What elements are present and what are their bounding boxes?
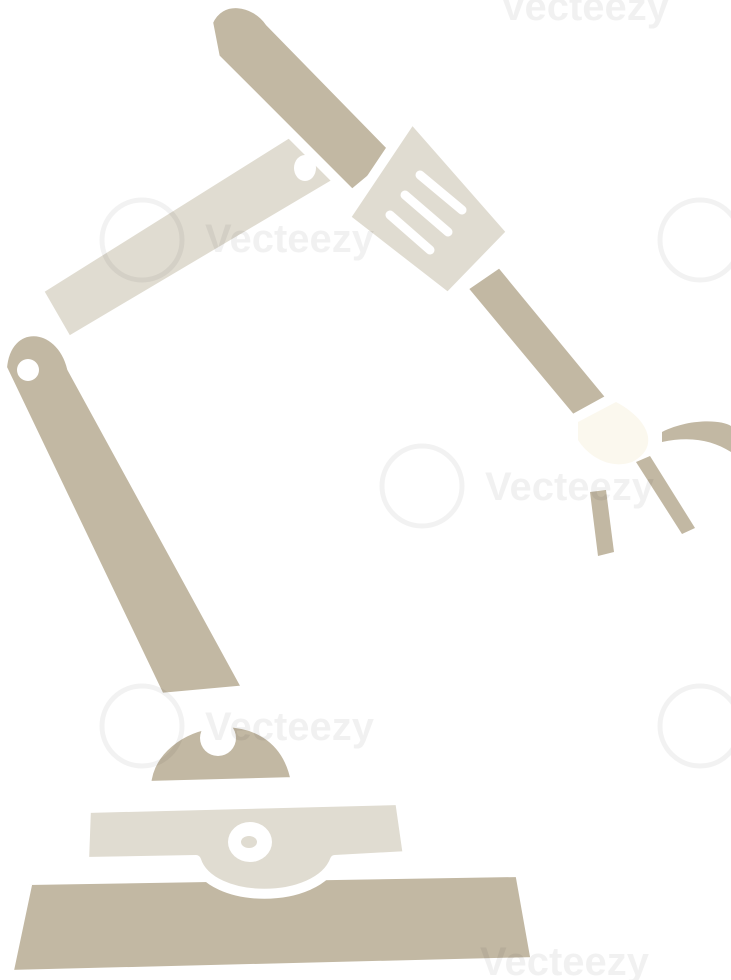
watermark: Vecteezy Vecteezy Vecteezy Vecteezy Vect… [99, 0, 731, 980]
spark-3 [590, 490, 614, 556]
shoulder-bolt [200, 720, 236, 756]
watermark-text: Vecteezy [485, 465, 655, 509]
watermark-text: Vecteezy [500, 0, 670, 29]
upper-arm-bolt [294, 155, 316, 181]
watermark-text: Vecteezy [205, 217, 375, 261]
watermark-text: Vecteezy [205, 705, 375, 749]
watermark-text: Vecteezy [480, 940, 650, 980]
elbow-bolt [17, 359, 39, 381]
spark-1 [662, 421, 731, 452]
gripper-head [340, 113, 517, 303]
tool-tip-glow [578, 402, 649, 465]
spark-2 [636, 456, 695, 534]
base-plate [3, 867, 541, 980]
lower-arm [0, 326, 253, 703]
tool-shaft [457, 257, 617, 425]
